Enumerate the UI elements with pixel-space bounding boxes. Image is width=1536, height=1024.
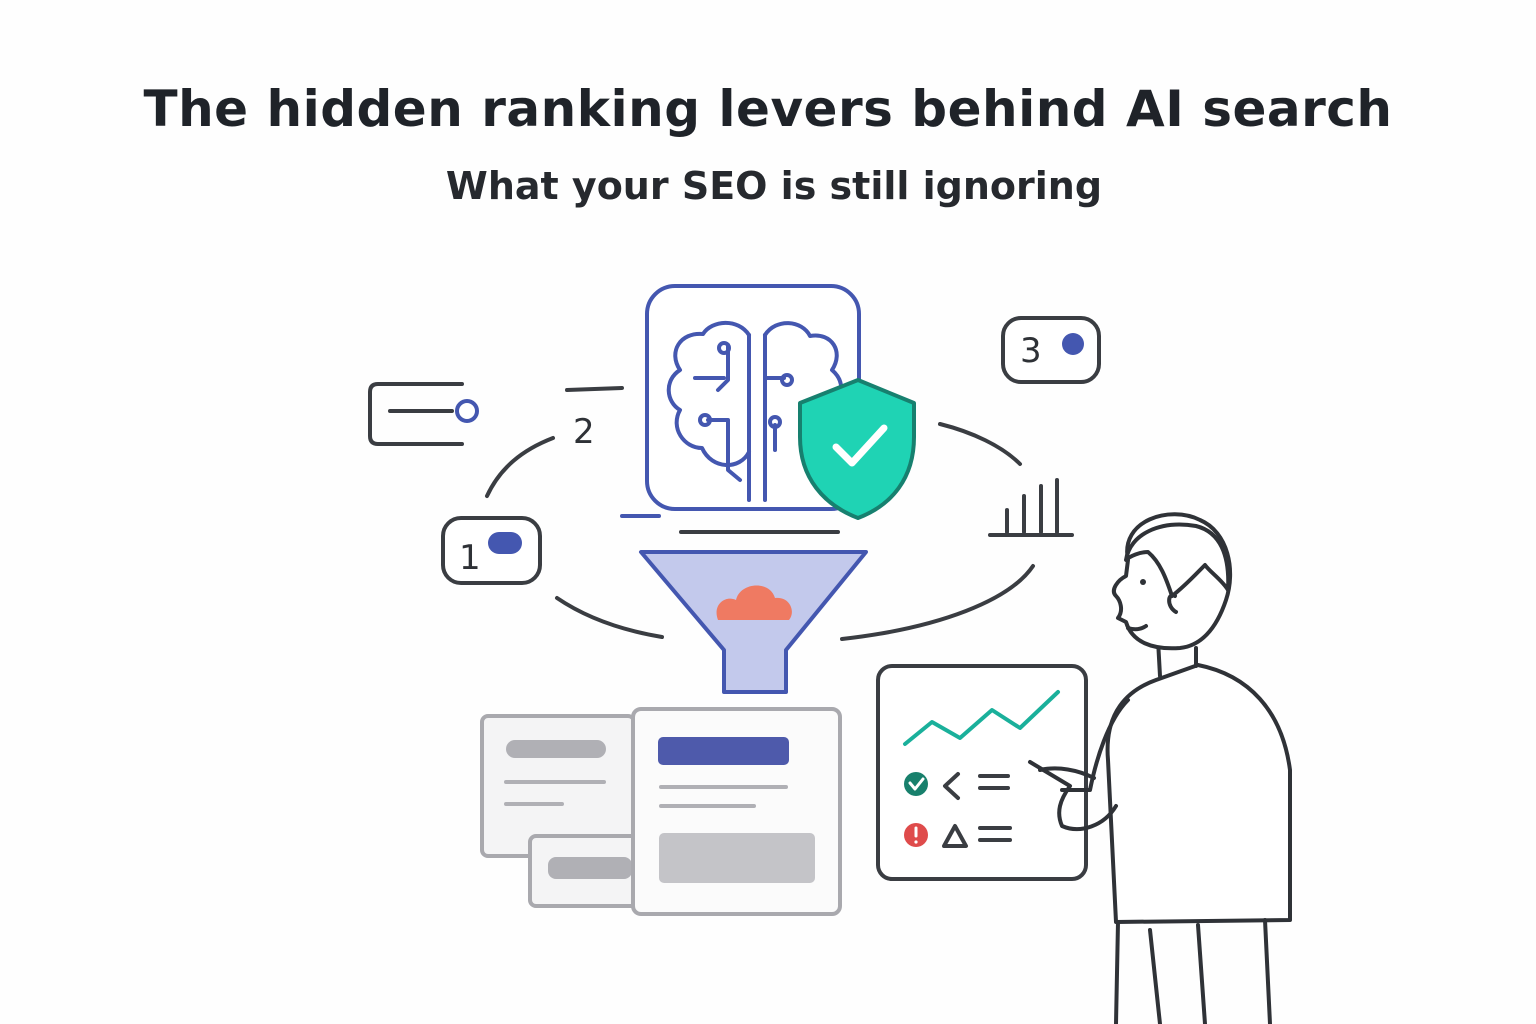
badge-number-2: 2 — [573, 412, 595, 452]
funnel-icon — [639, 550, 868, 694]
toggle-icon-1 — [441, 516, 542, 585]
content-card-back — [480, 714, 636, 858]
person-figure — [1028, 512, 1292, 1024]
triangle-icon — [942, 824, 968, 848]
page-subtitle: What your SEO is still ignoring — [445, 164, 1103, 208]
alert-icon — [904, 823, 928, 847]
content-card-front — [631, 707, 842, 916]
dashboard-panel — [876, 664, 1088, 881]
slider-icon — [368, 382, 479, 446]
shield-check-icon — [798, 378, 916, 520]
trend-line — [903, 690, 1060, 746]
toggle-icon-3 — [1001, 316, 1101, 384]
check-icon — [904, 772, 928, 796]
orbit-arcs — [485, 386, 1035, 641]
chevron-icon — [943, 772, 960, 800]
content-card-small — [528, 834, 658, 908]
badge-number-3: 3 — [1020, 331, 1042, 371]
page-title: The hidden ranking levers behind AI sear… — [143, 80, 1393, 138]
cloud-icon — [716, 585, 792, 620]
bar-chart-icon — [988, 478, 1074, 537]
badge-number-1: 1 — [459, 538, 481, 578]
